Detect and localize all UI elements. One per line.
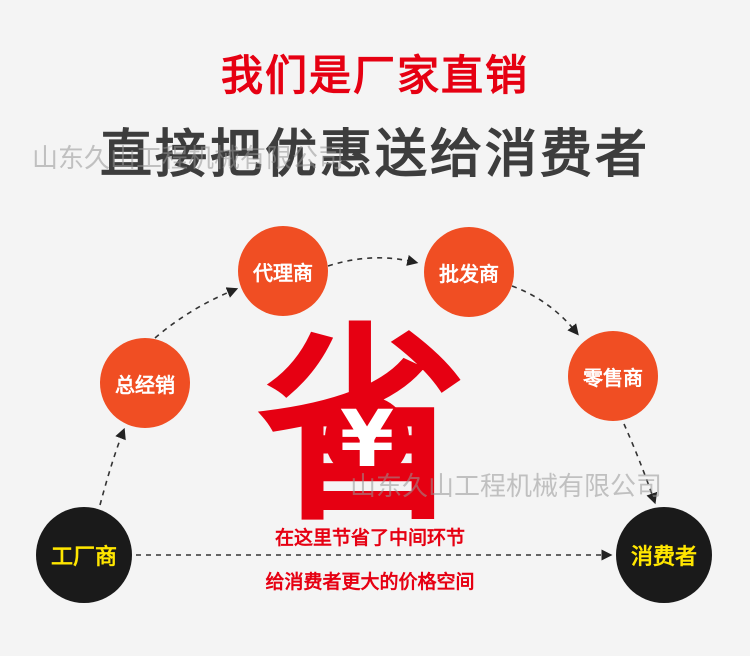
node-wholesaler: 批发商	[424, 227, 514, 317]
node-factory: 工厂商	[36, 507, 132, 603]
savings-line-2: 给消费者更大的价格空间	[265, 571, 475, 593]
yen-emblem: ¥	[325, 395, 409, 485]
node-wholesaler-label: 批发商	[439, 261, 499, 286]
watermark-bottom: 山东久山工程机械有限公司	[350, 472, 663, 502]
node-retailer: 零售商	[568, 331, 658, 421]
node-retailer-label: 零售商	[583, 365, 643, 390]
node-consumer: 消费者	[616, 507, 712, 603]
yen-symbol: ¥	[340, 395, 394, 485]
arrow-wholesaler-to-retailer	[511, 285, 579, 336]
node-general-distributor: 总经销	[100, 338, 190, 428]
arrow-agent-to-wholesaler	[327, 254, 419, 267]
node-factory-label: 工厂商	[50, 545, 117, 570]
arrow-retailer-to-consumer	[623, 423, 658, 505]
node-general-label: 总经销	[115, 372, 175, 397]
arrow-general-to-agent	[154, 287, 239, 339]
node-agent: 代理商	[238, 226, 328, 316]
node-agent-label: 代理商	[253, 260, 313, 285]
arrow-factory-to-general	[99, 427, 126, 506]
node-consumer-label: 消费者	[630, 545, 697, 570]
savings-line-1: 在这里节省了中间环节	[274, 527, 465, 549]
headline-main: 我们是厂家直销	[220, 51, 529, 100]
headline-sub: 直接把优惠送给消费者	[99, 125, 650, 185]
watermark-top: 山东久山工程机械有限公司	[32, 144, 345, 174]
